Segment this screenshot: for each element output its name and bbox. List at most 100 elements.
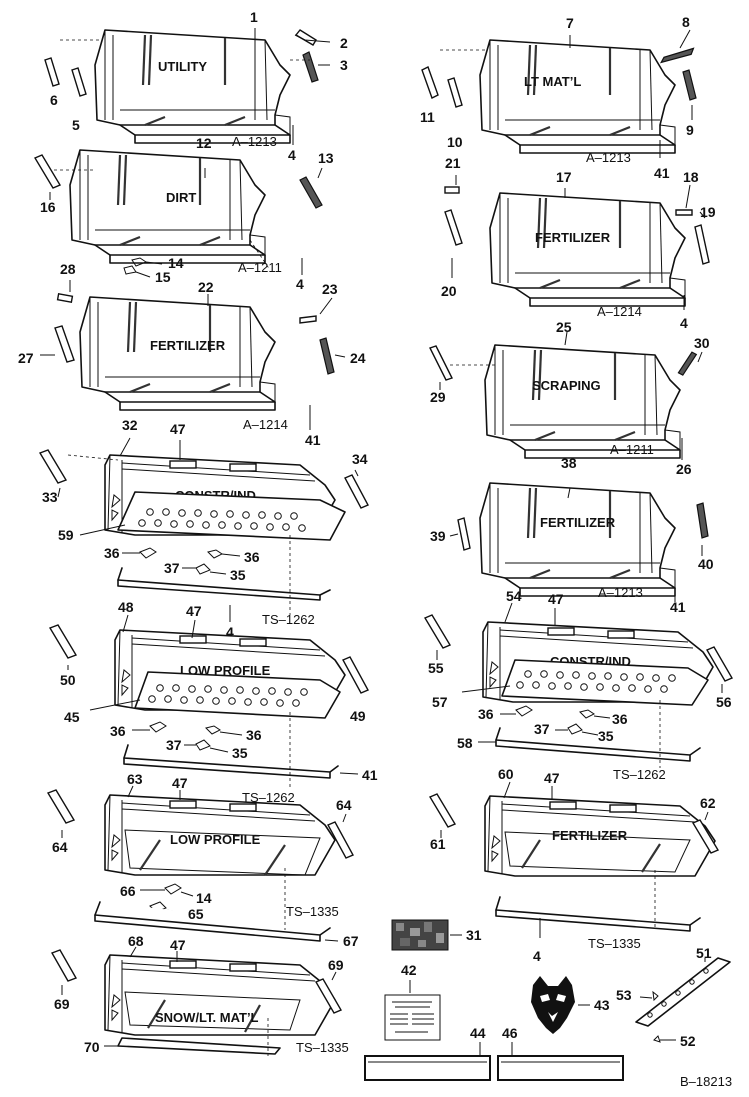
color-swatch: 31 <box>391 919 482 951</box>
callout: 67 <box>343 933 359 949</box>
callout: 47 <box>544 770 560 786</box>
part-code: TS–1262 <box>262 612 315 627</box>
callout: 4 <box>296 276 304 292</box>
callout: 35 <box>598 728 614 744</box>
callout: 66 <box>120 883 136 899</box>
callout: 64 <box>52 839 68 855</box>
callout: 64 <box>336 797 352 813</box>
callout: 37 <box>166 737 182 753</box>
bucket-low-profile: LOW PROFILE 63 47 64 64 66 14 65 TS–1335… <box>46 771 359 949</box>
part-code: A–1211 <box>610 442 654 457</box>
callout: 50 <box>60 672 76 688</box>
callout: 1 <box>250 9 258 25</box>
bucket-label: FERTILIZER <box>535 230 611 245</box>
callout: 42 <box>401 962 417 978</box>
callout: 45 <box>64 709 80 725</box>
bucket-scraping: SCRAPING 25 30 29 A–1211 26 <box>429 319 710 477</box>
callout: 26 <box>676 461 692 477</box>
callout: 32 <box>122 417 138 433</box>
bucket-label: SCRAPING <box>532 378 601 393</box>
callout: 41 <box>654 165 670 181</box>
manual-sheet: 42 <box>384 962 441 1041</box>
callout: 29 <box>430 389 446 405</box>
callout: 47 <box>186 603 202 619</box>
callout: 36 <box>612 711 628 727</box>
part-code: A–1214 <box>597 304 642 319</box>
callout: 15 <box>155 269 171 285</box>
plate-46: 46 <box>497 1025 624 1081</box>
part-code: A–1213 <box>232 134 277 149</box>
callout: 8 <box>682 14 690 30</box>
part-code: TS–1335 <box>286 904 339 919</box>
callout: 11 <box>420 109 435 125</box>
callout: 46 <box>502 1025 518 1041</box>
bucket-constr-ind-right: CONSTR/IND 54 47 55 56 57 36 36 37 35 58 <box>423 588 734 782</box>
callout: 4 <box>680 315 688 331</box>
callout: 13 <box>318 150 334 166</box>
callout: 10 <box>447 134 463 150</box>
callout: 36 <box>478 706 494 722</box>
bucket-dirt: DIRT 12 13 16 14 15 A–1211 4 <box>33 135 334 292</box>
bucket-fertilizer-right-2: FERTILIZER 38 39 40 A–1213 41 <box>430 455 714 615</box>
bucket-lt-matl: LT MAT’L 7 8 11 9 10 A–1213 41 <box>420 14 697 181</box>
bucket-low-profile-screen: LOW PROFILE 48 47 50 49 45 36 36 37 35 4… <box>48 599 378 805</box>
part-code: A–1213 <box>586 150 631 165</box>
callout: 39 <box>430 528 446 544</box>
bucket-label: SNOW/LT. MAT’L <box>155 1010 259 1025</box>
callout: 4 <box>226 624 234 640</box>
callout: 23 <box>322 281 338 297</box>
callout: 49 <box>350 708 366 724</box>
callout: 47 <box>170 937 186 953</box>
callout: 52 <box>680 1033 696 1049</box>
callout: 2 <box>340 35 348 51</box>
callout: 54 <box>506 588 522 604</box>
callout: 47 <box>170 421 186 437</box>
callout: 63 <box>127 771 143 787</box>
callout: 60 <box>498 766 514 782</box>
bucket-constr-ind-left: CONSTR/IND 32 47 34 33 59 36 36 37 35 <box>38 417 369 640</box>
bucket-label: FERTILIZER <box>150 338 226 353</box>
callout: 56 <box>716 694 732 710</box>
drawing-code: B–18213 <box>680 1074 732 1089</box>
bucket-snow-lt-matl: SNOW/LT. MAT’L 68 47 69 69 TS–1335 70 <box>50 933 349 1056</box>
callout: 36 <box>244 549 260 565</box>
callout: 37 <box>164 560 180 576</box>
callout: 7 <box>566 15 574 31</box>
callout: 62 <box>700 795 716 811</box>
callout: 4 <box>533 948 541 964</box>
callout: 44 <box>470 1025 486 1041</box>
callout: 5 <box>72 117 80 133</box>
callout: 40 <box>698 556 714 572</box>
callout: 41 <box>362 767 378 783</box>
callout: 41 <box>305 432 321 448</box>
screen-holes <box>148 684 308 707</box>
callout: 20 <box>441 283 457 299</box>
callout: 51 <box>696 945 712 961</box>
callout: 59 <box>58 527 74 543</box>
callout: 36 <box>104 545 120 561</box>
part-code: A–1214 <box>243 417 288 432</box>
bucket-fertilizer-flat: FERTILIZER 60 47 62 61 TS–1335 4 <box>428 766 720 964</box>
callout: 36 <box>246 727 262 743</box>
callout: 65 <box>188 906 204 922</box>
callout: 38 <box>561 455 577 471</box>
callout: 9 <box>686 122 694 138</box>
callout: 70 <box>84 1039 100 1055</box>
callout: 24 <box>350 350 366 366</box>
bucket-label: LOW PROFILE <box>170 832 261 847</box>
callout: 58 <box>457 735 473 751</box>
callout: 31 <box>466 927 482 943</box>
callout: 33 <box>42 489 58 505</box>
callout: 57 <box>432 694 448 710</box>
bucket-utility: UTILITY 1 2 3 6 5 A–1213 4 <box>44 9 348 163</box>
part-code: TS–1262 <box>613 767 666 782</box>
callout: 27 <box>18 350 34 366</box>
callout: 21 <box>445 155 461 171</box>
screen-holes <box>138 508 306 532</box>
bucket-label: LT MAT’L <box>524 74 581 89</box>
callout: 41 <box>670 599 686 615</box>
plate-44: 44 <box>364 1025 491 1081</box>
callout: 28 <box>60 261 76 277</box>
callout: 34 <box>352 451 368 467</box>
callout: 69 <box>54 996 70 1012</box>
